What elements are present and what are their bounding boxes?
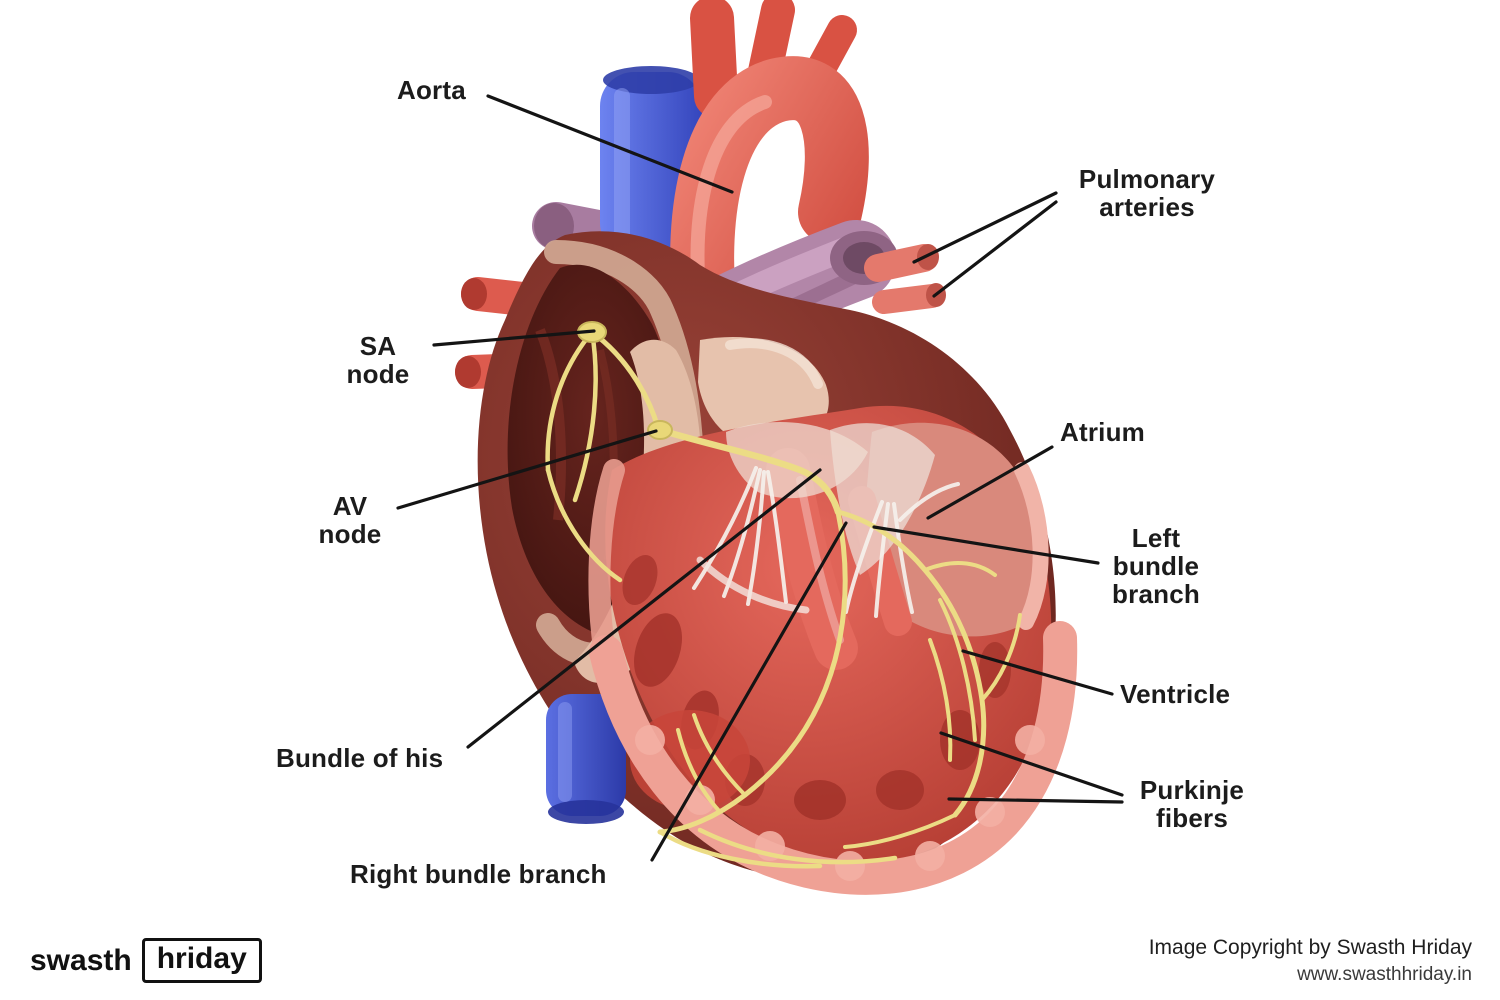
ventricle-cut-rim <box>588 459 1078 895</box>
label-ventricle: Ventricle <box>1120 679 1231 709</box>
leader-ventricle <box>961 649 1114 696</box>
leader-pulmonary-2 <box>932 200 1058 298</box>
conduction-system <box>545 321 1022 869</box>
label-right-bundle-branch: Right bundle branch <box>350 859 607 889</box>
chordae-tendineae <box>692 466 960 618</box>
leader-purkinje-1 <box>939 731 1124 797</box>
label-sa-node: SA node <box>346 331 410 390</box>
leader-aorta <box>486 94 734 194</box>
leader-left-bundle-branch <box>872 525 1100 565</box>
aorta-vessel <box>670 0 869 352</box>
label-aorta: Aorta <box>397 75 466 105</box>
label-atrium: Atrium <box>1060 417 1145 447</box>
leader-sa-node <box>432 329 596 347</box>
leader-av-node <box>396 429 658 510</box>
label-pulmonary-arteries: Pulmonary arteries <box>1078 164 1216 223</box>
brand-logo-hriday: hriday <box>141 938 262 983</box>
leader-atrium <box>926 445 1054 520</box>
leader-bundle-of-his <box>466 468 822 749</box>
copyright-text: Image Copyright by Swasth Hriday <box>1148 936 1472 959</box>
leader-right-bundle-branch <box>650 521 848 862</box>
label-purkinje-fibers: Purkinje fibers <box>1139 775 1245 834</box>
leader-purkinje-2 <box>947 797 1124 804</box>
label-left-bundle-branch: Left bundle branch <box>1112 523 1200 610</box>
label-bundle-of-his: Bundle of his <box>276 743 444 773</box>
website-url: www.swasthhriday.in <box>1297 964 1472 985</box>
inferior-vena-cava <box>546 694 626 824</box>
brand-logo: swasth hriday <box>30 938 262 983</box>
label-av-node: AV node <box>318 491 382 550</box>
leader-lines <box>396 94 1124 862</box>
copyright-block: Image Copyright by Swasth Hriday www.swa… <box>1149 936 1472 986</box>
leader-pulmonary-1 <box>912 191 1058 264</box>
brand-logo-swasth: swasth <box>30 943 132 977</box>
